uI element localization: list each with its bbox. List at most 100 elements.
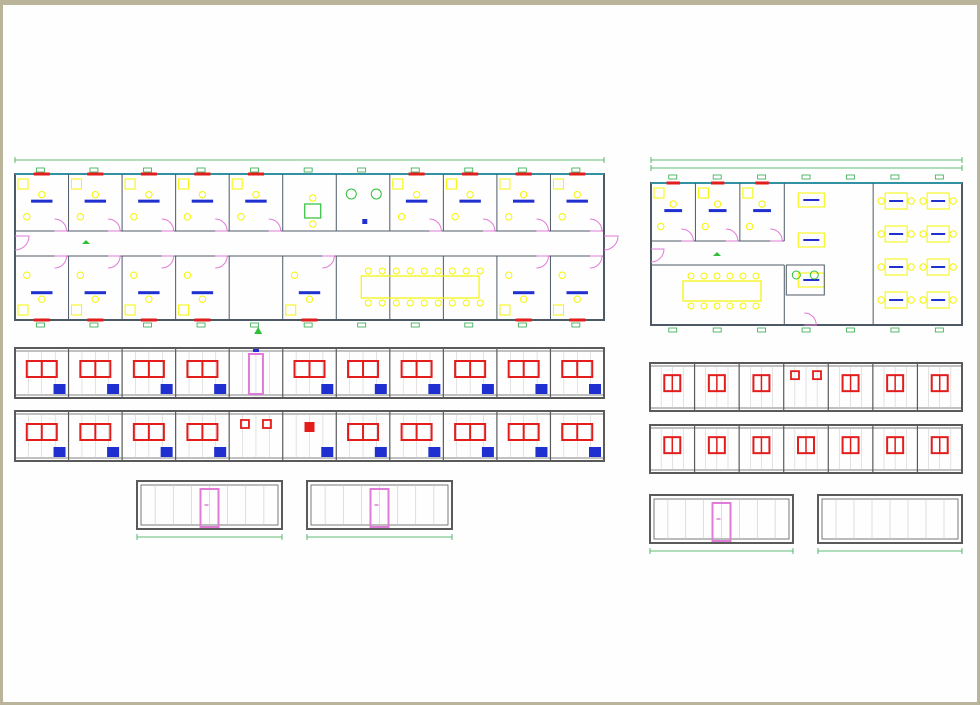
door-swing [54, 255, 68, 269]
label-tag [801, 174, 811, 180]
cabinet [178, 178, 190, 190]
ac-unit [589, 447, 601, 457]
ac-unit [374, 447, 387, 457]
chair [573, 190, 581, 199]
door-swing [725, 228, 739, 242]
label-tag [801, 327, 811, 333]
desk [708, 209, 727, 213]
elevation-outline [14, 347, 605, 399]
desk-pair [884, 225, 908, 243]
direction-arrow [82, 240, 90, 244]
window-strip [87, 172, 104, 176]
cabinet [124, 178, 136, 190]
door [199, 488, 220, 528]
large-floor-plan [14, 157, 619, 334]
label-tag [846, 327, 855, 333]
chair [907, 197, 915, 205]
door-swing [429, 218, 442, 232]
chair [700, 272, 708, 280]
door-swing [161, 255, 175, 269]
label-tag [571, 322, 581, 328]
chair [558, 213, 566, 221]
chair [504, 271, 513, 279]
drawing-paper [3, 5, 977, 702]
chair [919, 230, 927, 238]
left-elevation-b [14, 410, 605, 462]
cabinet [17, 304, 29, 316]
door-swing [108, 218, 121, 232]
cabinet [231, 178, 243, 190]
label-tag [196, 322, 206, 328]
desk [803, 199, 820, 201]
ac-unit [321, 447, 334, 457]
desk-pair [884, 291, 908, 309]
desk [889, 266, 904, 268]
chair [406, 299, 414, 307]
label-tag [410, 167, 420, 173]
ac-unit [535, 384, 548, 394]
small-window [262, 419, 272, 429]
door-swing [54, 218, 68, 232]
cabinet [499, 304, 511, 316]
ac-unit [428, 447, 441, 457]
cabinet [17, 178, 29, 190]
label-tag [890, 327, 900, 333]
chair [420, 267, 428, 275]
chair [949, 296, 957, 304]
door-lamp [252, 349, 259, 352]
right-elevation-b [649, 424, 963, 474]
desk [753, 209, 771, 213]
right-elevation-a [649, 362, 963, 412]
door-swing [650, 248, 665, 263]
door-swing [603, 235, 619, 251]
desk [931, 200, 946, 202]
desk [405, 199, 428, 203]
label-tag [712, 174, 722, 180]
desk [512, 199, 535, 203]
entrance-arrow [254, 327, 263, 334]
chair [739, 272, 747, 280]
label-tag [89, 322, 99, 328]
chair [448, 267, 456, 275]
chair [758, 200, 766, 208]
window-strip [710, 181, 725, 185]
ac-unit [321, 384, 334, 394]
door-swing [14, 235, 30, 251]
window-strip [301, 318, 318, 322]
desk [31, 199, 53, 203]
chair [877, 263, 885, 271]
desk [889, 200, 904, 202]
chair [23, 213, 31, 221]
window-strip [194, 318, 211, 322]
window-strip [33, 172, 50, 176]
conference-table [360, 275, 480, 299]
label-tag [36, 167, 45, 173]
chair [23, 271, 31, 279]
door-swing [215, 218, 228, 232]
window-strip [194, 172, 211, 176]
desk-pair [926, 225, 950, 243]
chair [434, 299, 442, 307]
ac-unit [374, 384, 387, 394]
window-strip [140, 172, 157, 176]
cabinet [71, 178, 83, 190]
chair [364, 267, 372, 275]
chair [309, 194, 317, 202]
chair [752, 272, 760, 280]
chair [700, 302, 708, 310]
chair [364, 299, 372, 307]
chair [726, 302, 734, 310]
ac-unit [53, 384, 66, 394]
desk [889, 233, 904, 235]
ac-unit [160, 384, 173, 394]
label-tag [143, 167, 152, 173]
desk [931, 299, 946, 301]
label-tag [934, 327, 944, 333]
window-strip [408, 172, 425, 176]
desk [191, 291, 214, 295]
chair [309, 220, 317, 228]
chair [669, 200, 677, 208]
ac-unit [214, 384, 227, 394]
cabinet [392, 178, 404, 190]
desk [931, 233, 946, 235]
